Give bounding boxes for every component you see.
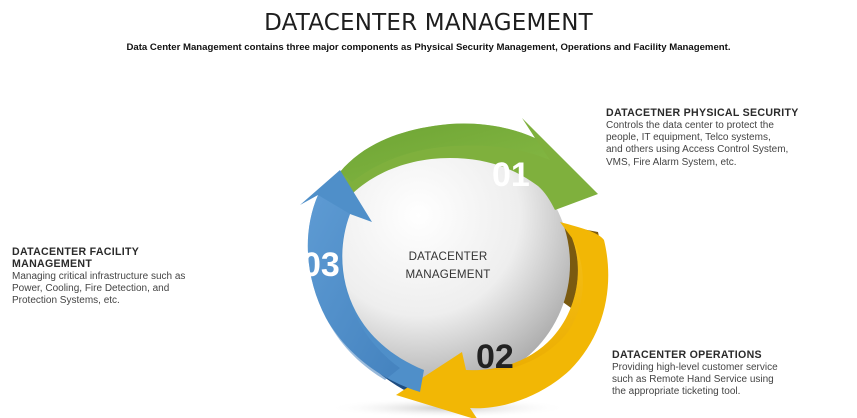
- segment-01-arrow-shine: [340, 123, 550, 182]
- center-label-line2: MANAGEMENT: [405, 268, 490, 281]
- description-line: people, IT equipment, Telco systems,: [606, 132, 771, 144]
- description-line: the appropriate ticketing tool.: [612, 386, 741, 398]
- facility-management-title: DATACENTER FACILITY MANAGEMENT: [12, 246, 262, 270]
- central-sphere: [326, 142, 570, 386]
- description-line: Controls the data center to protect the: [606, 120, 774, 131]
- description-line: VMS, Fire Alarm System, etc.: [606, 156, 737, 168]
- physical-security-block: DATACETNER PHYSICAL SECURITY Controls th…: [606, 107, 851, 169]
- segment-02-number: 02: [476, 338, 514, 376]
- description-line: Power, Cooling, Fire Detection, and: [12, 283, 170, 295]
- title-line: DATACENTER FACILITY: [12, 246, 140, 258]
- page-title: DATACENTER MANAGEMENT: [264, 10, 593, 36]
- description-line: Providing high-level customer service: [612, 362, 778, 373]
- title-line: MANAGEMENT: [12, 258, 93, 270]
- segment-02-arrow-shine: [466, 238, 583, 371]
- segment-01-number: 01: [492, 156, 530, 194]
- physical-security-title: DATACETNER PHYSICAL SECURITY: [606, 107, 799, 119]
- description-line: Protection Systems, etc.: [12, 295, 120, 307]
- description-line: Managing critical infrastructure such as: [12, 271, 186, 282]
- segment-03-number: 03: [302, 246, 340, 284]
- physical-security-description: Controls the data center to protect the …: [606, 120, 851, 169]
- facility-management-block: DATACENTER FACILITY MANAGEMENT Managing …: [12, 246, 262, 308]
- segment-02-arrow: [396, 222, 609, 418]
- facility-management-description: Managing critical infrastructure such as…: [12, 271, 262, 308]
- segment-03-arrow-shine: [307, 195, 400, 380]
- operations-title: DATACENTER OPERATIONS: [612, 349, 762, 361]
- page-subtitle: Data Center Management contains three ma…: [126, 42, 731, 53]
- description-line: and others using Access Control System,: [606, 144, 789, 156]
- operations-description: Providing high-level customer service su…: [612, 362, 852, 399]
- description-line: such as Remote Hand Service using: [612, 374, 774, 386]
- operations-block: DATACENTER OPERATIONS Providing high-lev…: [612, 349, 852, 399]
- center-label-line1: DATACENTER: [409, 250, 488, 263]
